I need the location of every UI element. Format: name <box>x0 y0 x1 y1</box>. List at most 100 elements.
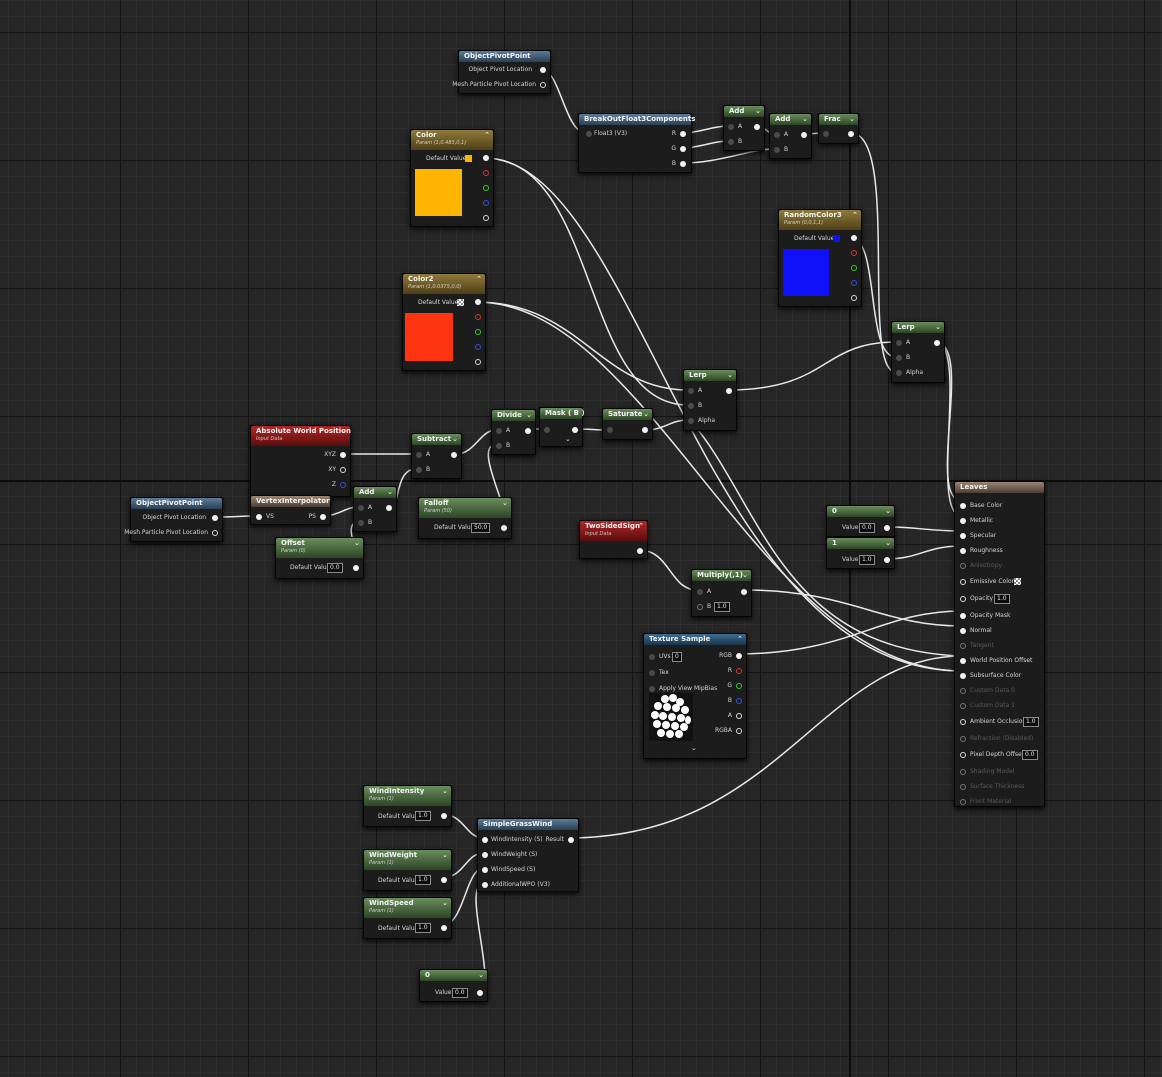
color-chip[interactable] <box>833 235 840 242</box>
chevron-down-icon[interactable]: ⌄ <box>849 115 855 123</box>
output-pin[interactable] <box>451 452 457 458</box>
material-input-pin[interactable] <box>960 703 966 709</box>
output-pin[interactable] <box>441 877 447 883</box>
output-pin-g[interactable] <box>475 329 481 335</box>
input-pin[interactable] <box>688 418 694 424</box>
output-pin-a[interactable] <box>851 295 857 301</box>
output-pin[interactable] <box>475 299 481 305</box>
material-input-pin[interactable] <box>960 799 966 805</box>
output-pin[interactable] <box>353 565 359 571</box>
output-pin-a[interactable] <box>475 359 481 365</box>
output-pin[interactable] <box>736 653 742 659</box>
output-pin-rgba[interactable] <box>736 728 742 734</box>
b-value-field[interactable]: 1.0 <box>714 602 730 612</box>
node-add-1[interactable]: Add⌄ A B <box>723 105 765 151</box>
default-value-field[interactable]: 1.0 <box>415 811 431 821</box>
output-pin[interactable] <box>441 813 447 819</box>
node-header[interactable]: Add⌄ <box>354 487 396 498</box>
output-pin[interactable] <box>884 525 890 531</box>
input-pin[interactable] <box>358 505 364 511</box>
uvs-value-field[interactable]: 0 <box>672 652 682 662</box>
chevron-down-icon[interactable]: ⌄ <box>742 571 748 579</box>
chevron-up-icon[interactable]: ⌃ <box>737 635 743 643</box>
chevron-down-icon[interactable]: ⌄ <box>387 488 393 496</box>
node-header[interactable]: ObjectPivotPoint <box>459 51 550 62</box>
material-input-pin[interactable] <box>960 579 966 585</box>
input-pin[interactable] <box>649 670 655 676</box>
chevron-down-icon[interactable]: ⌄ <box>442 787 448 795</box>
material-input-pin[interactable] <box>960 752 966 758</box>
input-pin[interactable] <box>896 370 902 376</box>
output-pin-r[interactable] <box>851 250 857 256</box>
node-header[interactable]: Add⌄ <box>724 106 764 117</box>
output-pin[interactable] <box>754 124 760 130</box>
output-pin[interactable] <box>212 515 218 521</box>
input-pin[interactable] <box>496 443 502 449</box>
node-vertex-interpolator[interactable]: VertexInterpolator⌄ VS PS <box>250 495 331 525</box>
chevron-down-icon[interactable]: ⌄ <box>885 507 891 515</box>
input-pin[interactable] <box>416 467 422 473</box>
node-subtract[interactable]: Subtract⌄ A B <box>411 433 462 479</box>
chevron-down-icon[interactable]: ⌄ <box>526 411 532 419</box>
material-input-pin[interactable] <box>960 769 966 775</box>
expand-chevron-icon[interactable]: ⌄ <box>565 435 571 443</box>
node-header[interactable]: Saturate⌄ <box>603 409 652 420</box>
input-pin[interactable] <box>896 340 902 346</box>
input-pin[interactable] <box>544 427 550 433</box>
input-pin[interactable] <box>774 132 780 138</box>
output-pin[interactable] <box>477 990 483 996</box>
chevron-down-icon[interactable]: ⌄ <box>885 539 891 547</box>
node-header[interactable]: Frac⌄ <box>819 114 858 125</box>
output-pin-b[interactable] <box>475 344 481 350</box>
chevron-down-icon[interactable]: ⌄ <box>354 539 360 547</box>
color-chip[interactable] <box>465 155 472 162</box>
output-pin[interactable] <box>680 161 686 167</box>
node-header[interactable]: 1⌄ <box>827 538 894 549</box>
material-input-pin[interactable] <box>960 548 966 554</box>
node-header[interactable]: Lerp⌄ <box>684 370 736 381</box>
input-pin[interactable] <box>358 520 364 526</box>
input-pin[interactable] <box>728 124 734 130</box>
output-pin[interactable] <box>726 388 732 394</box>
node-lerp-right[interactable]: Lerp⌄ A B Alpha <box>891 321 945 383</box>
node-constant-0[interactable]: 0⌄ Value 0.0 <box>826 505 895 537</box>
output-pin[interactable] <box>525 428 531 434</box>
output-pin[interactable] <box>568 837 574 843</box>
input-pin[interactable] <box>697 589 703 595</box>
chevron-up-icon[interactable]: ⌃ <box>638 522 644 530</box>
input-pin[interactable] <box>728 139 734 145</box>
input-pin[interactable] <box>416 452 422 458</box>
node-add-2[interactable]: Add⌄ A B <box>769 113 812 159</box>
chevron-down-icon[interactable]: ⌄ <box>935 323 941 331</box>
chevron-down-icon[interactable]: ⌄ <box>321 497 327 505</box>
node-header[interactable]: Add⌄ <box>770 114 811 125</box>
output-pin[interactable] <box>501 525 507 531</box>
output-pin-g[interactable] <box>736 683 742 689</box>
material-input-pin[interactable] <box>960 658 966 664</box>
emissive-color-chip[interactable] <box>1014 578 1021 585</box>
input-pin[interactable] <box>697 604 703 610</box>
input-pin[interactable] <box>496 428 502 434</box>
output-pin[interactable] <box>320 514 326 520</box>
output-pin[interactable] <box>340 467 346 473</box>
material-input-pin[interactable] <box>960 688 966 694</box>
output-pin[interactable] <box>848 131 854 137</box>
node-add-3[interactable]: Add⌄ A B <box>353 486 397 532</box>
input-pin[interactable] <box>774 147 780 153</box>
node-simple-grass-wind[interactable]: SimpleGrassWind WindIntensity (S) WindWe… <box>477 818 579 892</box>
output-pin-a[interactable] <box>483 215 489 221</box>
material-input-pin[interactable] <box>960 533 966 539</box>
chevron-down-icon[interactable]: ⌄ <box>452 435 458 443</box>
chevron-down-icon[interactable]: ⌄ <box>442 899 448 907</box>
output-pin[interactable] <box>540 67 546 73</box>
